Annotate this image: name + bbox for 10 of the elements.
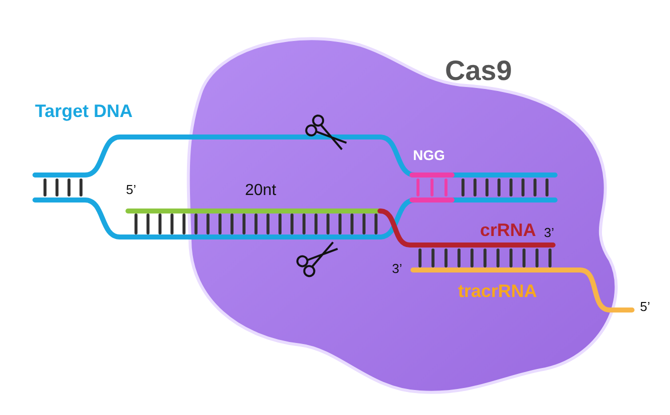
end-label: 5’ [126,183,136,196]
protein-name: Cas9 [445,57,512,85]
strand-name: crRNA [480,221,536,239]
strand-name: Target DNA [35,102,133,120]
end-label: 3’ [544,226,554,239]
strand-name: tracrRNA [458,282,538,300]
end-label: 3’ [392,262,402,275]
end-label: 5’ [640,300,650,313]
length-label: 20nt [245,183,276,199]
motif-label: NGG [413,148,445,162]
